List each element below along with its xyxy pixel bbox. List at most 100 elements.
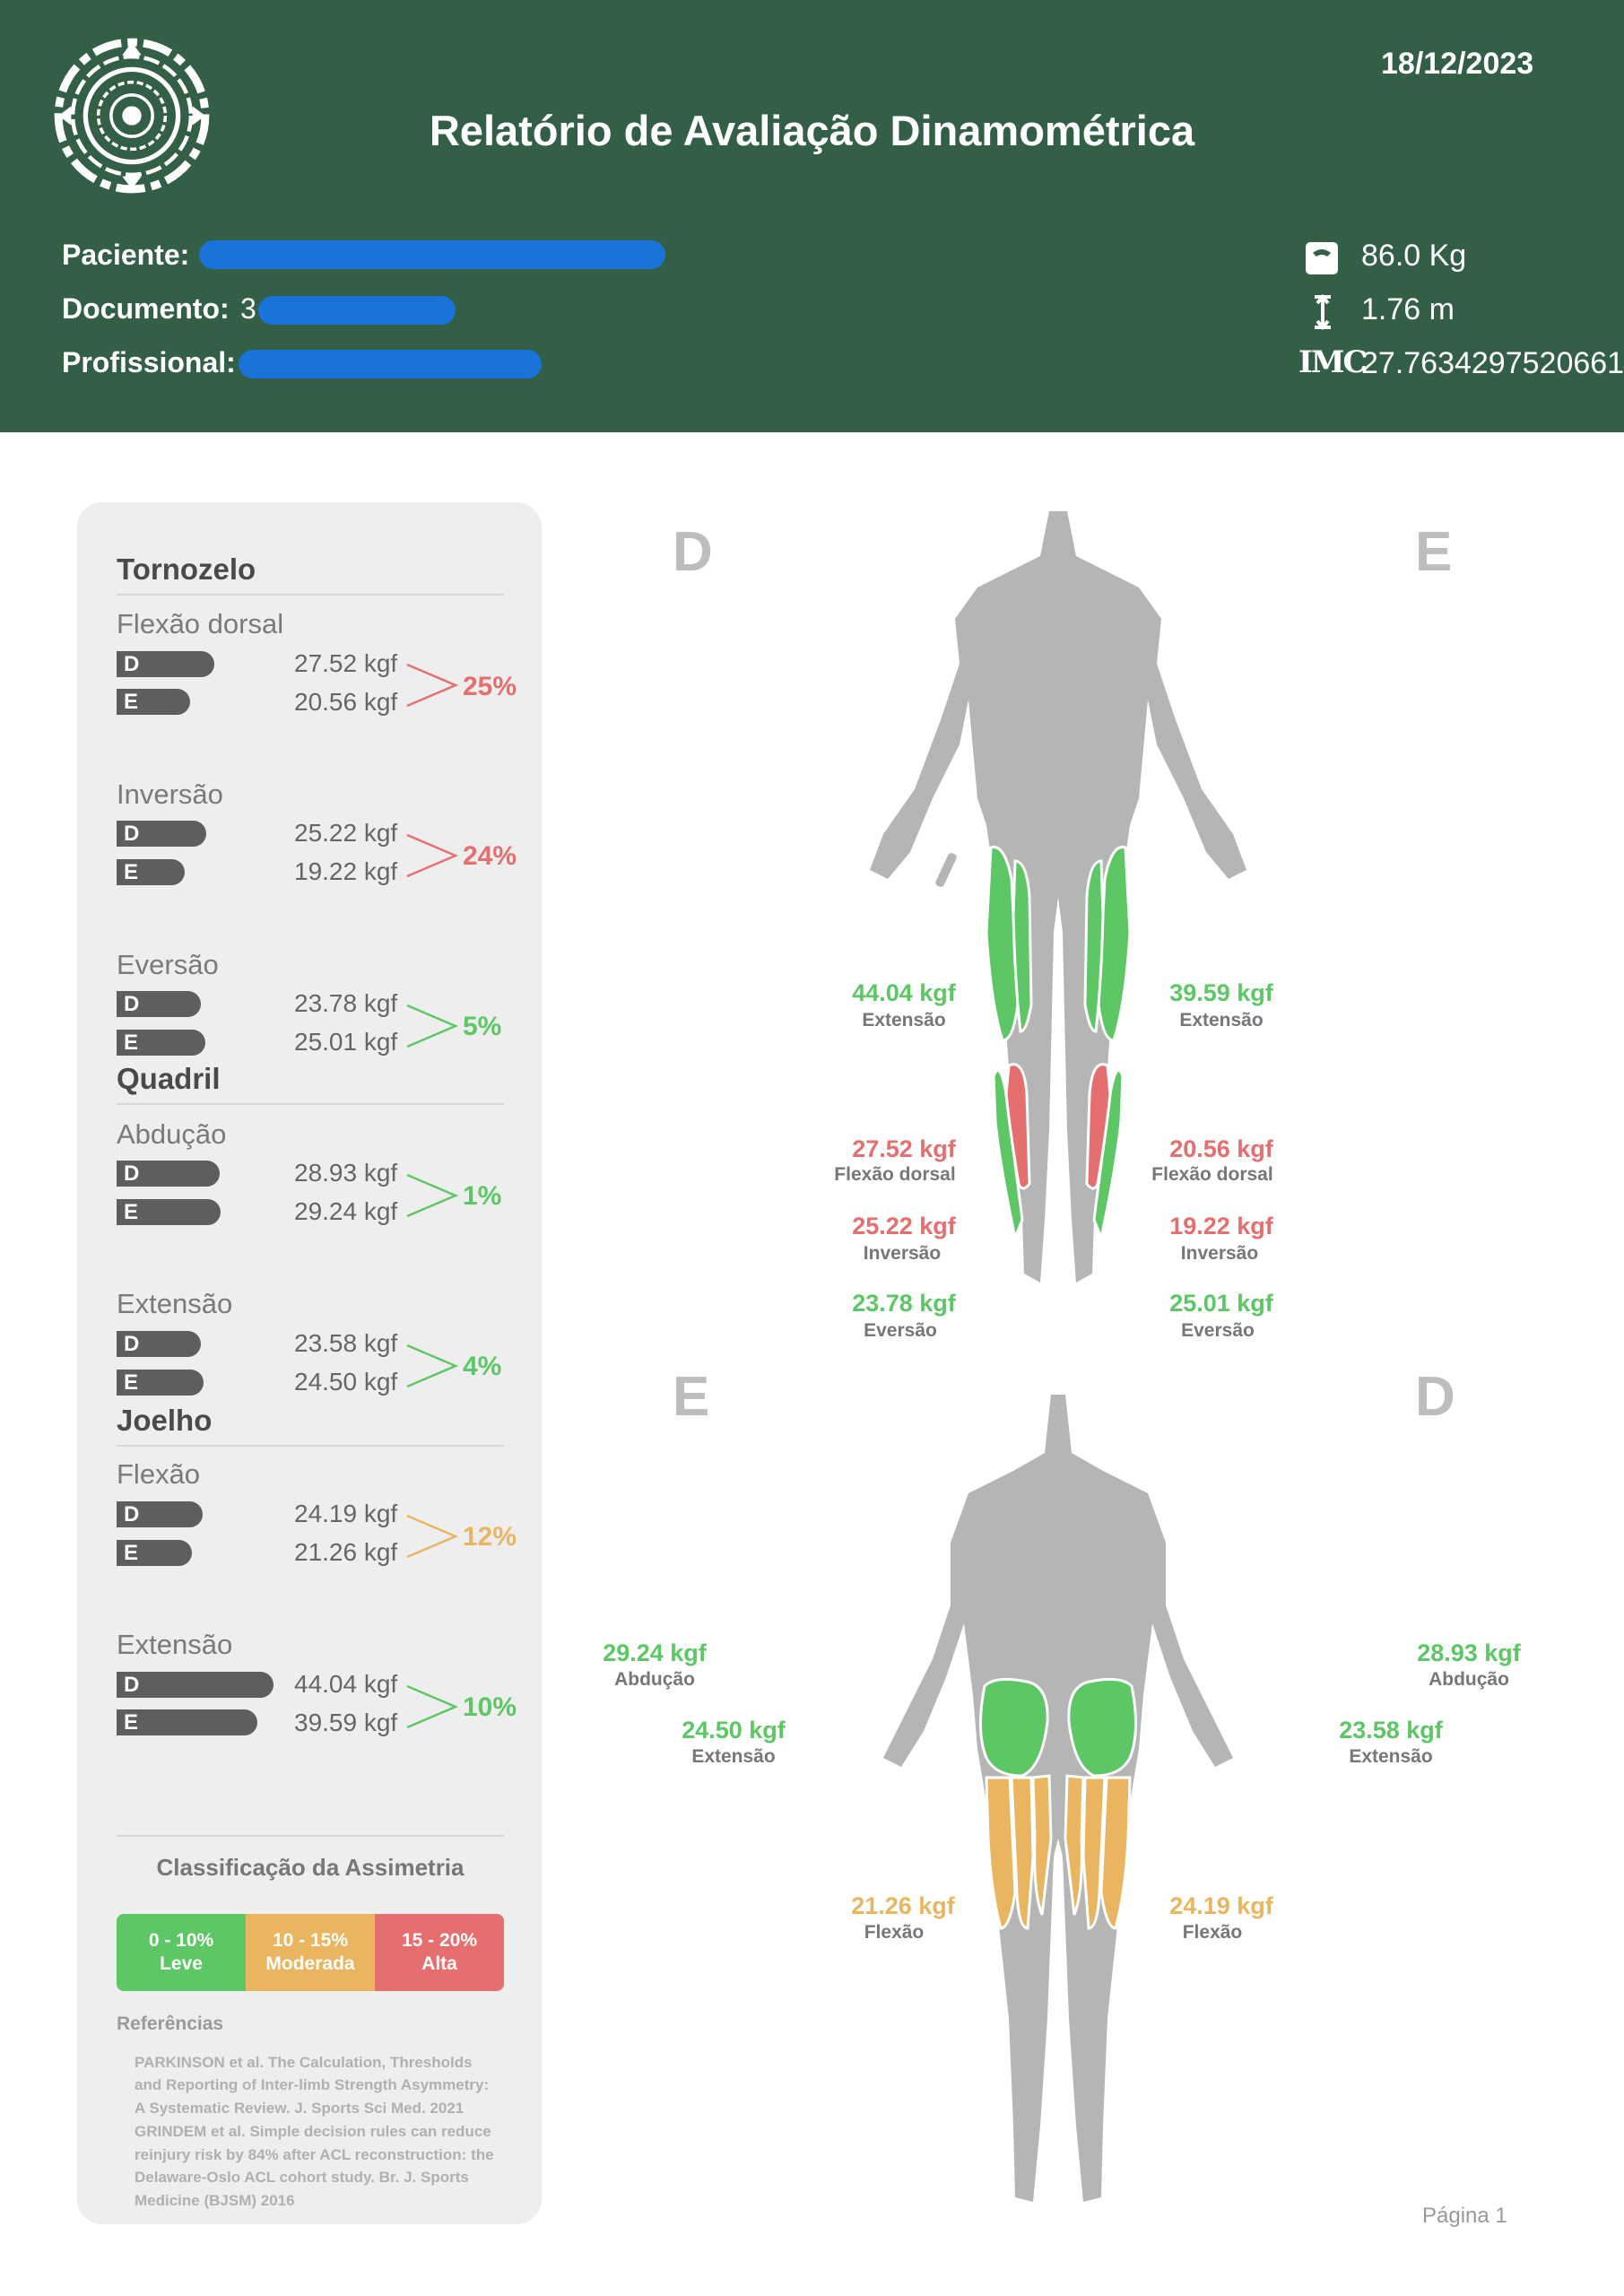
- front-body-figure: [870, 511, 1246, 1283]
- bar-right-side: D: [117, 1331, 201, 1357]
- page-number: Página 1: [1422, 2204, 1507, 2228]
- asymmetry-chevron-icon: [406, 663, 459, 708]
- professional-label: Profissional:: [62, 346, 236, 378]
- section-title-tornozelo: Tornozelo: [117, 552, 256, 586]
- patient-label: Paciente:: [62, 239, 190, 271]
- clinic-logo: [54, 38, 210, 194]
- back-body-figure: [883, 1395, 1233, 2202]
- asymmetry-chevron-icon: [406, 1173, 459, 1218]
- classification-range: 15 - 20%: [401, 1930, 478, 1951]
- asymmetry-percent: 5%: [463, 1012, 502, 1041]
- reference-line: GRINDEM et al. Simple decision rules can…: [135, 2123, 491, 2140]
- reference-line: Delaware-Oslo ACL cohort study. Br. J. S…: [135, 2169, 469, 2186]
- value-right-side: 44.04 kgf: [294, 1670, 398, 1698]
- bar-left-side: E: [117, 1370, 204, 1396]
- back-label-value: 24.50 kgf: [682, 1717, 786, 1744]
- back-label-value: 28.93 kgf: [1417, 1639, 1521, 1666]
- front-label-name: Flexão dorsal: [834, 1164, 956, 1185]
- bar-left-side: E: [117, 859, 185, 885]
- value-right-side: 23.78 kgf: [294, 989, 398, 1017]
- section-divider: [117, 1103, 504, 1105]
- bar-left-side: E: [117, 1030, 205, 1056]
- front-label-name: Eversão: [1181, 1320, 1255, 1341]
- classification-label: Moderada: [265, 1953, 355, 1974]
- back-label-name: Flexão: [1182, 1922, 1243, 1943]
- reference-line: and Reporting of Inter-limb Strength Asy…: [135, 2076, 490, 2093]
- section-divider: [117, 594, 504, 596]
- front-label-value: 23.78 kgf: [852, 1290, 956, 1317]
- value-left-side: 39.59 kgf: [294, 1709, 398, 1736]
- back-side-letter-right: D: [1415, 1366, 1455, 1428]
- value-left-side: 20.56 kgf: [294, 688, 398, 716]
- classification-alta: 15 - 20% Alta: [375, 1914, 504, 1991]
- bar-right-side: D: [117, 651, 214, 677]
- asymmetry-percent: 25%: [463, 672, 517, 701]
- classification-leve: 0 - 10% Leve: [117, 1914, 246, 1991]
- asymmetry-percent: 24%: [463, 841, 517, 871]
- scale-icon: [1306, 242, 1338, 274]
- asymmetry-chevron-icon: [406, 1514, 459, 1559]
- height-value: 1.76 m: [1361, 292, 1455, 326]
- value-right-side: 25.22 kgf: [294, 819, 398, 847]
- bar-left-side: E: [117, 1540, 192, 1566]
- redacted-patient-name: [199, 240, 665, 269]
- back-side-letter-left: E: [673, 1366, 710, 1428]
- asymmetry-percent: 1%: [463, 1181, 502, 1211]
- section-title-joelho: Joelho: [117, 1404, 213, 1437]
- report-title: Relatório de Avaliação Dinamométrica: [429, 107, 1195, 154]
- back-label-name: Abdução: [1429, 1669, 1509, 1690]
- front-label-value: 25.01 kgf: [1169, 1290, 1273, 1317]
- value-right-side: 27.52 kgf: [294, 649, 398, 677]
- asymmetry-chevron-icon: [406, 1684, 459, 1729]
- report-date: 18/12/2023: [1381, 47, 1534, 81]
- height-icon: [1315, 294, 1331, 330]
- asymmetry-chevron-icon: [406, 1344, 459, 1388]
- reference-line: A Systematic Review. J. Sports Sci Med. …: [135, 2100, 465, 2117]
- classification-label: Alta: [421, 1953, 457, 1974]
- bar-left-side: E: [117, 689, 190, 715]
- front-label-value: 25.22 kgf: [852, 1213, 956, 1239]
- front-label-value: 44.04 kgf: [852, 979, 956, 1006]
- value-left-side: 29.24 kgf: [294, 1197, 398, 1225]
- section-divider: [117, 1445, 504, 1447]
- front-label-name: Extensão: [1179, 1010, 1264, 1031]
- front-label-value: 20.56 kgf: [1169, 1135, 1273, 1162]
- back-label-value: 24.19 kgf: [1169, 1892, 1273, 1919]
- bmi-value: 27.7634297520661: [1361, 346, 1624, 380]
- classification-label: Leve: [160, 1953, 203, 1974]
- classification-range: 10 - 15%: [272, 1930, 349, 1951]
- asymmetry-chevron-icon: [406, 1004, 459, 1048]
- value-right-side: 24.19 kgf: [294, 1500, 398, 1527]
- asymmetry-chevron-icon: [406, 833, 459, 878]
- movement-title: Abdução: [117, 1118, 227, 1150]
- classification-title: Classificação da Assimetria: [156, 1854, 465, 1881]
- classification-divider: [117, 1835, 504, 1837]
- front-label-name: Flexão dorsal: [1151, 1164, 1273, 1185]
- value-left-side: 24.50 kgf: [294, 1368, 398, 1396]
- back-label-value: 29.24 kgf: [603, 1639, 707, 1666]
- front-label-name: Inversão: [1180, 1243, 1259, 1264]
- back-label-name: Extensão: [1349, 1746, 1433, 1767]
- document-partial: 3: [240, 292, 256, 325]
- bar-right-side: D: [117, 1672, 274, 1698]
- bar-right-side: D: [117, 1501, 203, 1527]
- movement-title: Flexão dorsal: [117, 608, 284, 639]
- reference-line: Medicine (BJSM) 2016: [135, 2192, 295, 2209]
- bmi-icon: IMC: [1298, 344, 1368, 380]
- front-side-letter-left: D: [673, 521, 713, 583]
- back-label-name: Extensão: [691, 1746, 776, 1767]
- asymmetry-percent: 10%: [463, 1692, 517, 1722]
- back-label-name: Abdução: [614, 1669, 695, 1690]
- back-label-value: 23.58 kgf: [1339, 1717, 1443, 1744]
- section-title-quadril: Quadril: [117, 1062, 221, 1095]
- front-label-value: 39.59 kgf: [1169, 979, 1273, 1006]
- value-right-side: 23.58 kgf: [294, 1329, 398, 1357]
- front-label-name: Extensão: [862, 1010, 946, 1031]
- movement-title: Inversão: [117, 778, 223, 810]
- front-label-name: Eversão: [864, 1320, 937, 1341]
- movement-title: Extensão: [117, 1288, 233, 1319]
- reference-line: PARKINSON et al. The Calculation, Thresh…: [135, 2054, 473, 2071]
- document-label: Documento:: [62, 292, 230, 325]
- value-left-side: 25.01 kgf: [294, 1028, 398, 1056]
- bar-left-side: E: [117, 1199, 221, 1225]
